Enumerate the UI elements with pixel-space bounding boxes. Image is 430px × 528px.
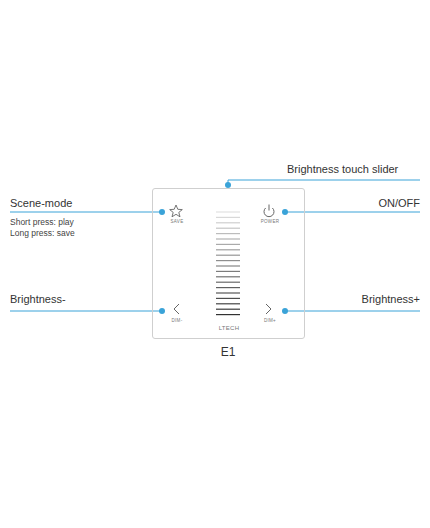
button-caption: DIM+: [264, 319, 276, 324]
slider-stroke: [216, 228, 240, 229]
right-arrow: [266, 304, 271, 314]
slider-stroke: [216, 287, 240, 288]
callout-note: Short press: play: [10, 218, 74, 227]
slider-stroke: [216, 276, 240, 277]
slider-stroke: [216, 298, 240, 299]
star-icon: [170, 205, 183, 217]
slider-stroke: [216, 260, 240, 261]
callout-label: Brightness+: [362, 293, 420, 305]
touch-slider: [216, 212, 240, 315]
slider-stroke: [216, 265, 240, 266]
callout-note: Long press: save: [10, 229, 75, 238]
slider-stroke: [216, 211, 240, 212]
power-icon: [264, 205, 274, 217]
wall-panel: SAVE POWER DIM- DIM+ LTECH: [152, 188, 305, 339]
leader-dots: [159, 182, 288, 314]
callout-label: ON/OFF: [378, 197, 420, 209]
slider-stroke: [216, 217, 240, 218]
slider-stroke: [216, 303, 240, 304]
slider-stroke: [216, 222, 240, 223]
brand-mark: LTECH: [219, 325, 240, 332]
callout-label: Brightness touch slider: [287, 163, 398, 175]
model-name: E1: [221, 346, 236, 359]
slider-stroke: [216, 314, 240, 315]
slider-stroke: [216, 244, 240, 245]
slider-stroke: [216, 238, 240, 239]
button-caption: POWER: [261, 220, 280, 225]
button-caption: SAVE: [171, 220, 184, 225]
callout-label: Scene-mode: [10, 197, 72, 209]
slider-stroke: [216, 282, 240, 283]
leader-lines: [10, 180, 420, 311]
callout-label: Brightness-: [10, 293, 66, 305]
slider-stroke: [216, 309, 240, 310]
slider-stroke: [216, 292, 240, 293]
slider-stroke: [216, 233, 240, 234]
slider-stroke: [216, 255, 240, 256]
left-arrow: [174, 304, 179, 314]
slider-stroke: [216, 271, 240, 272]
button-caption: DIM-: [172, 319, 183, 324]
slider-stroke: [216, 249, 240, 250]
